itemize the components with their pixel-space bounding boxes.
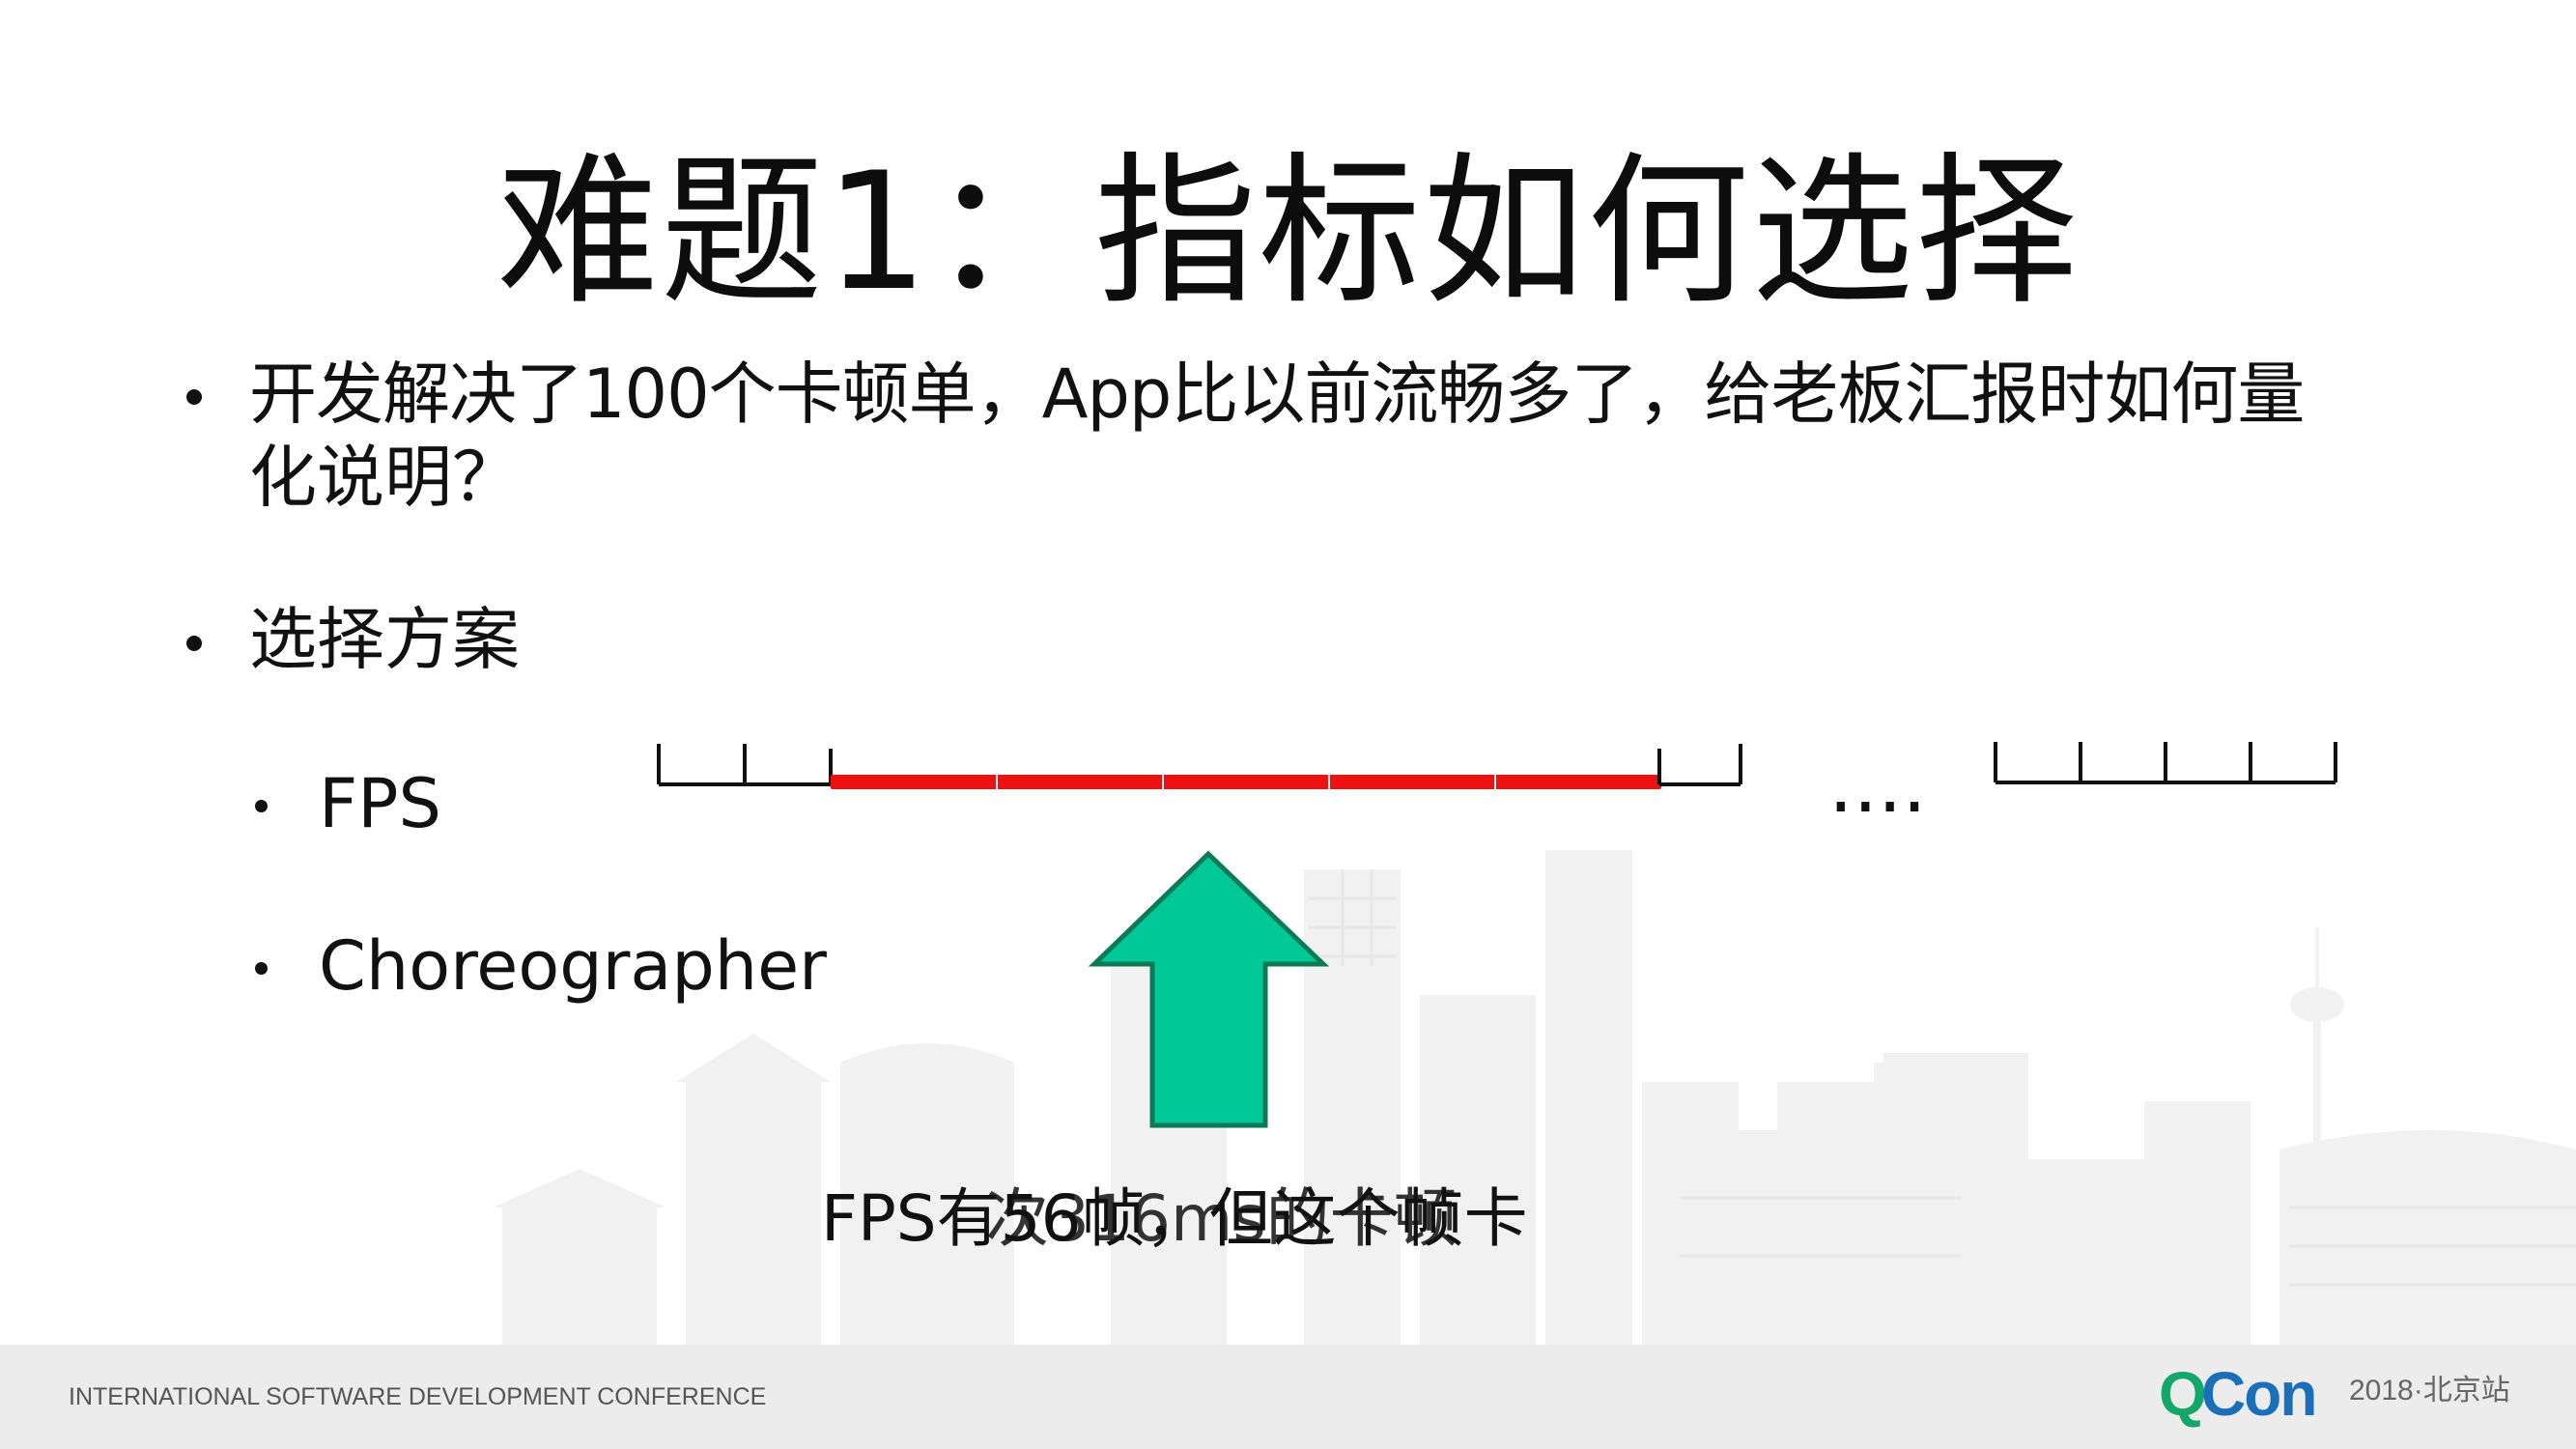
conference-name: INTERNATIONAL SOFTWARE DEVELOPMENT CONFE… [69, 1383, 767, 1410]
slide-title: 难题1：指标如何选择 [496, 137, 2080, 327]
frame-ticks-middle [1657, 744, 1742, 786]
sub-bullet-dot [255, 800, 268, 812]
up-arrow-icon [1088, 850, 1330, 1128]
qcon-logo: Q Con [2159, 1360, 2352, 1428]
ellipsis: .... [1828, 740, 1927, 830]
option-choreographer: Choreographer [319, 926, 827, 1006]
qcon-logo-con: Con [2201, 1359, 2317, 1429]
option-fps: FPS [319, 764, 441, 843]
frame-ticks-right [1994, 742, 2337, 784]
qcon-logo-q: Q [2159, 1359, 2207, 1429]
bullet-dot [186, 389, 202, 405]
qcon-edition: 2018·北京站 [2349, 1375, 2510, 1406]
footer-bar [0, 1345, 2576, 1449]
bullet-dot [186, 636, 202, 651]
frame-ticks-left [657, 744, 833, 786]
question-text-line1: 开发解决了100个卡顿单，App比以前流畅多了，给老板汇报时如何量 [249, 355, 2305, 434]
caption-overlay: 次316ms的卡顿 [985, 1181, 1458, 1256]
sub-bullet-dot [255, 962, 268, 975]
caption: FPS有56帧，但这个帧卡 [821, 1181, 1528, 1256]
long-frame-highlight [831, 775, 1661, 789]
question-text-line2: 化说明？ [249, 438, 520, 517]
options-heading: 选择方案 [249, 600, 520, 679]
